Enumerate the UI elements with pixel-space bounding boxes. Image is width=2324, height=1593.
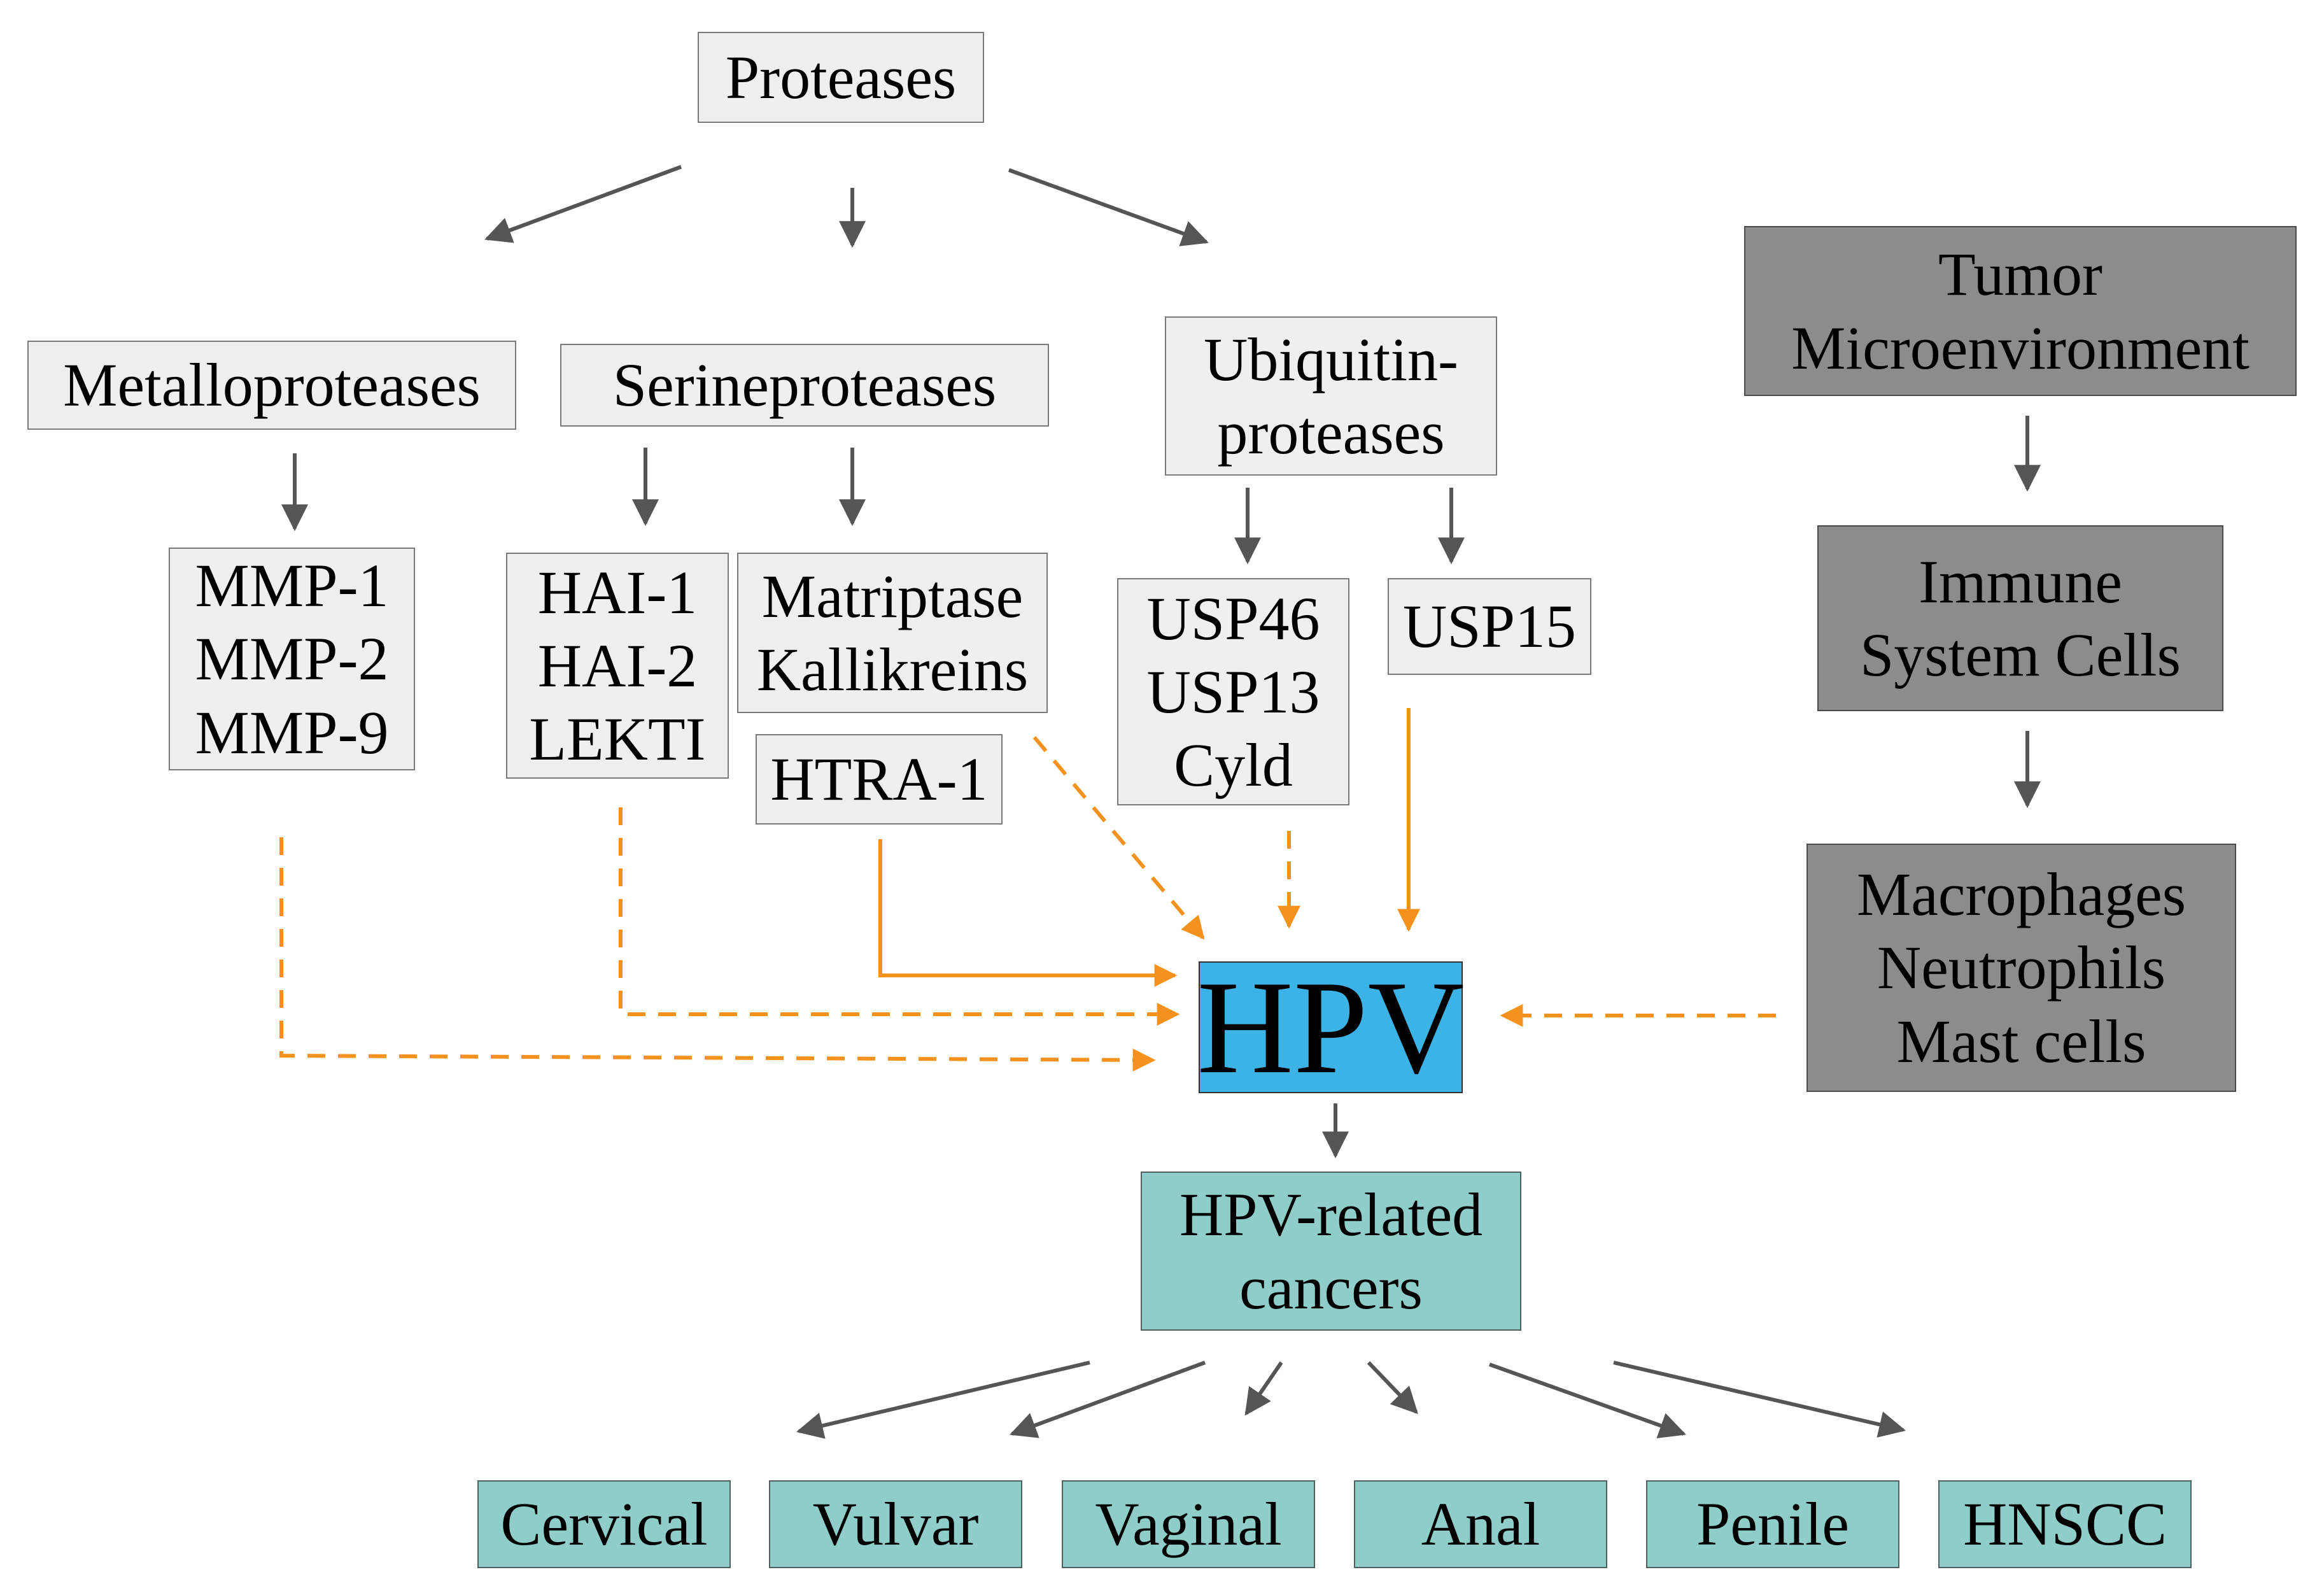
node-cancer-hnscc: HNSCC <box>1938 1480 2192 1568</box>
arrow-proteases-to-ubiquitin <box>1008 168 1209 246</box>
arrow-cancers-to-vulvar <box>1010 1361 1206 1438</box>
node-hpv-related-cancers: HPV-related cancers <box>1141 1172 1521 1331</box>
node-cancer-cervical: Cervical <box>477 1480 731 1568</box>
node-immune-system-cells: Immune System Cells <box>1817 525 2223 711</box>
node-mmps: MMP-1 MMP-2 MMP-9 <box>169 548 415 770</box>
arrow-cancers-to-penile <box>1488 1363 1686 1439</box>
node-matriptase-kallikreins: Matriptase Kallikreins <box>737 553 1048 713</box>
arrow-proteases-to-metallo <box>484 165 682 243</box>
node-metalloproteases: Metalloproteases <box>27 341 516 430</box>
node-myeloid-cells: Macrophages Neutrophils Mast cells <box>1806 844 2236 1092</box>
node-serineproteases: Serineproteases <box>560 344 1049 427</box>
node-hpv: HPV <box>1197 953 1465 1101</box>
node-tumor-microenvironment: Tumor Microenvironment <box>1744 226 2297 396</box>
node-cancer-anal: Anal <box>1354 1480 1607 1568</box>
arrow-cancers-to-cervical <box>796 1361 1090 1439</box>
node-usp15: USP15 <box>1388 578 1591 675</box>
node-hai-lekti: HAI-1 HAI-2 LEKTI <box>506 553 729 779</box>
arrow-cancers-to-hnscc <box>1613 1361 1906 1438</box>
arrow-hai-to-hpv <box>619 807 1180 1026</box>
node-htra1: HTRA-1 <box>756 734 1003 825</box>
node-ubiquitin-proteases: Ubiquitin- proteases <box>1165 316 1497 476</box>
arrow-cancers-to-vaginal <box>1244 1361 1283 1416</box>
node-proteases: Proteases <box>698 32 984 123</box>
arrow-matriptase-to-hpv <box>1032 736 1205 940</box>
arrow-htra1-to-hpv <box>878 839 1178 987</box>
node-cancer-penile: Penile <box>1646 1480 1899 1568</box>
arrow-cancers-to-anal <box>1367 1361 1418 1415</box>
arrow-mmps-to-hpv <box>279 837 1156 1072</box>
node-cancer-vaginal: Vaginal <box>1062 1480 1315 1568</box>
node-cancer-vulvar: Vulvar <box>769 1480 1022 1568</box>
node-usp46-usp13-cyld: USP46 USP13 Cyld <box>1117 578 1349 805</box>
